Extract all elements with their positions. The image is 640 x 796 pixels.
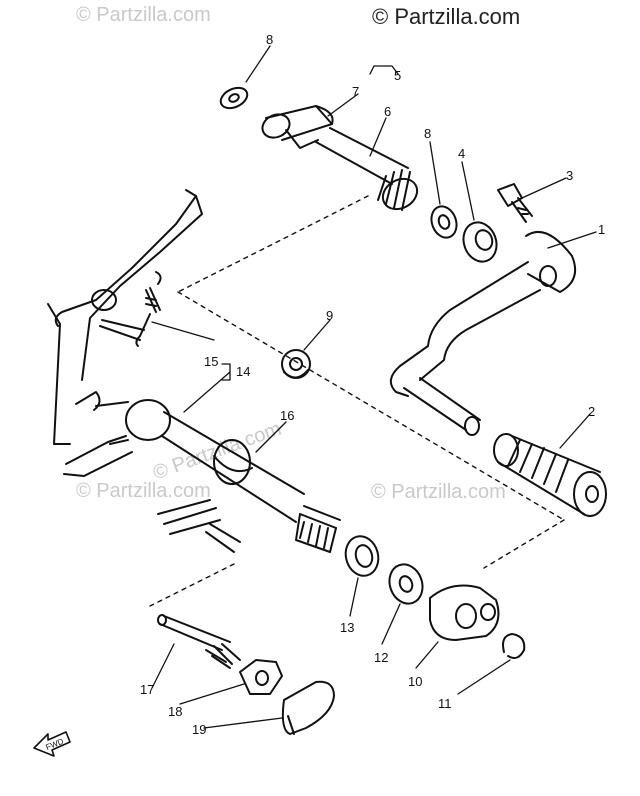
circlip-11: [502, 633, 526, 659]
pedal-rubber-2: [493, 433, 607, 517]
callout-10: 10: [408, 674, 422, 689]
washer-8-top: [219, 86, 249, 110]
callout-17: 17: [140, 682, 154, 697]
callout-4: 4: [458, 146, 465, 161]
callout-5: 5: [394, 68, 401, 83]
callout-11: 11: [438, 696, 452, 711]
fwd-arrow-icon: [33, 731, 71, 757]
shift-shaft-6: [261, 105, 419, 211]
callout-9: 9: [326, 308, 333, 323]
bolt-3: [497, 183, 533, 223]
assembly-guide-lines: [149, 195, 565, 607]
callout-12: 12: [374, 650, 388, 665]
spring-15: [135, 271, 162, 347]
callout-14: 14: [236, 364, 250, 379]
collar-9: [281, 349, 311, 379]
callout-1: 1: [598, 222, 605, 237]
callout-15: 15: [204, 354, 218, 369]
shift-pedal-1: [389, 231, 576, 436]
lever-10: [429, 584, 500, 641]
oil-seal-13: [344, 535, 380, 577]
callout-8: 8: [266, 32, 273, 47]
callout-18: 18: [168, 704, 182, 719]
oil-seal-4: [462, 221, 498, 263]
callout-2: 2: [588, 404, 595, 419]
watermark: © Partzilla.com: [76, 4, 211, 26]
watermark: © Partzilla.com: [76, 480, 211, 502]
callout-19: 19: [192, 722, 206, 737]
watermark-main: © Partzilla.com: [372, 4, 521, 29]
callout-numbers: 8 5 7 6 8 4 3 1 2 9 15 14 16 13 12 10 11…: [140, 32, 605, 737]
callout-13: 13: [340, 620, 354, 635]
callout-6: 6: [384, 104, 391, 119]
callout-7: 7: [352, 84, 359, 99]
leader-lines: [151, 45, 597, 729]
callout-16: 16: [280, 408, 294, 423]
plate-19: [281, 680, 335, 735]
callout-8-mid: 8: [424, 126, 431, 141]
shift-shaft-14: [47, 189, 341, 553]
callout-3: 3: [566, 168, 573, 183]
washer-8-mid: [430, 205, 458, 239]
pin-17: [157, 614, 241, 669]
washer-12: [388, 563, 424, 605]
nut-18: [239, 659, 283, 695]
watermark: © Partzilla.com: [371, 481, 506, 503]
